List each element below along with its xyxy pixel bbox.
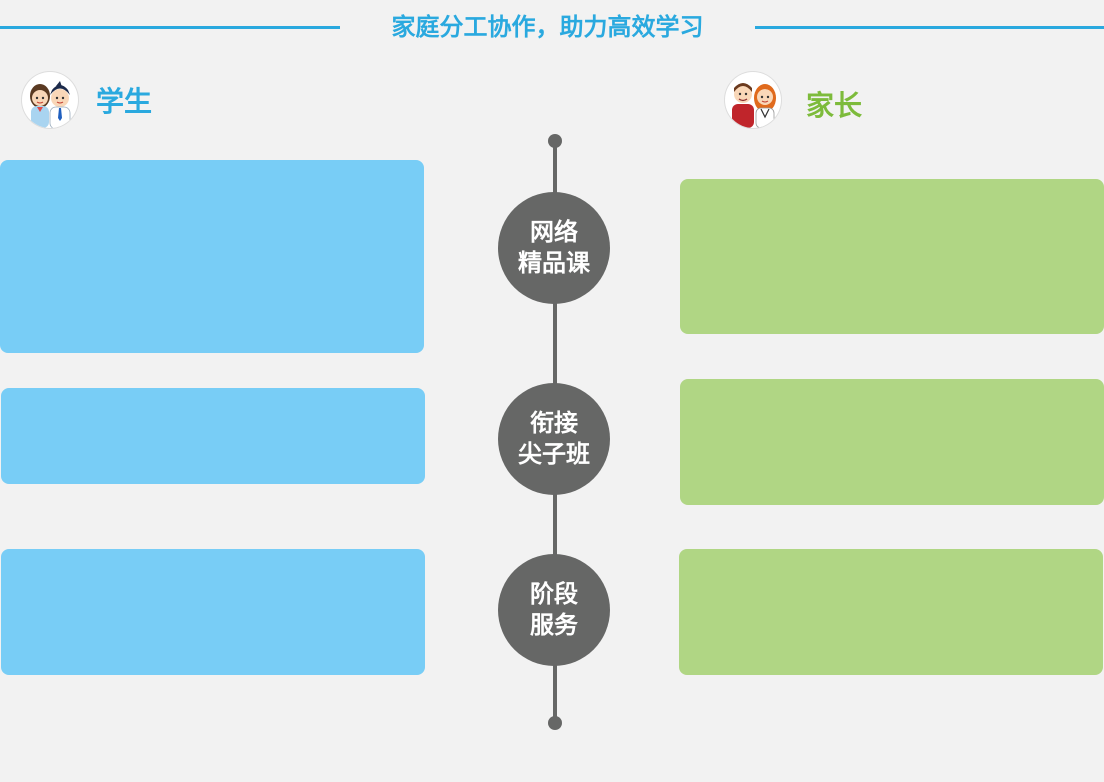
parent-panel-2 [680, 379, 1104, 505]
parent-panel-1 [680, 179, 1104, 334]
node-label-line2: 精品课 [518, 249, 590, 277]
parent-panel-3 [679, 549, 1103, 675]
timeline-node-online-course: 网络 精品课 [498, 192, 610, 304]
student-section-title: 学生 [96, 85, 153, 118]
page-title: 家庭分工协作，助力高效学习 [391, 13, 704, 41]
timeline-node-stage-service: 阶段 服务 [498, 554, 610, 666]
timeline-end-dot [548, 716, 562, 730]
node-label-line2: 服务 [530, 611, 578, 639]
node-label-line2: 尖子班 [518, 440, 590, 468]
node-label-line1: 网络 [530, 218, 578, 246]
timeline-node-bridge-class: 衔接 尖子班 [498, 383, 610, 495]
node-label-line1: 衔接 [530, 409, 578, 437]
student-panel-3 [1, 549, 425, 675]
student-avatar-icon [22, 72, 78, 128]
parent-section-title: 家长 [806, 89, 863, 122]
node-label-line1: 阶段 [530, 580, 578, 608]
student-panel-2 [1, 388, 425, 484]
header-rule-right [755, 26, 1104, 29]
parent-avatar-icon [725, 72, 781, 128]
student-panel-1 [0, 160, 424, 353]
timeline-start-dot [548, 134, 562, 148]
header-rule-left [0, 26, 340, 29]
